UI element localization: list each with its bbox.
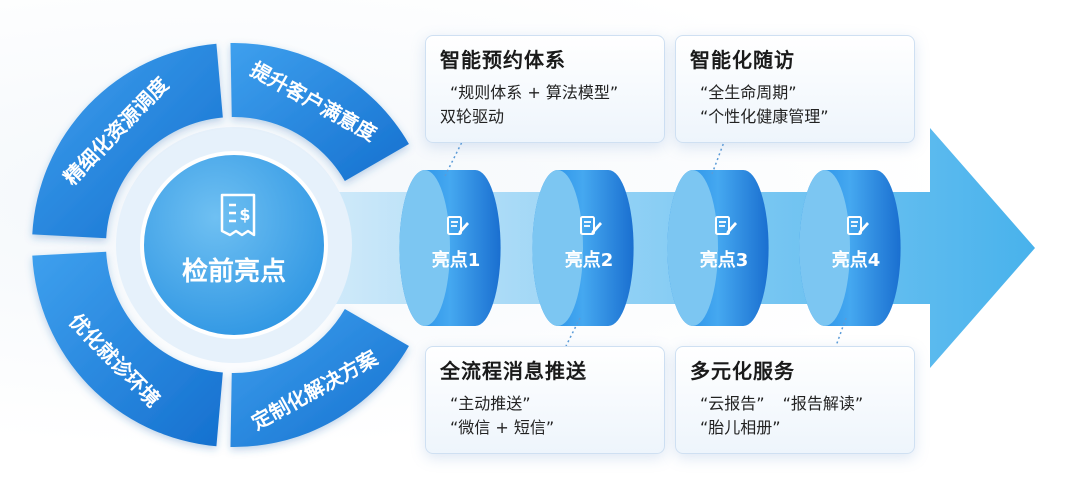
connector-messaging [565,317,581,347]
card-messaging: 全流程消息推送 “主动推送” “微信 + 短信” [425,346,665,454]
ring-segment [230,43,409,181]
highlight-drums: 亮点1 亮点2 亮点3 亮点4 [399,170,901,326]
highlight-label: 亮点1 [432,249,481,271]
card-services-line2: “胎儿相册” [700,418,781,437]
drum-face [532,170,583,326]
edit-note-icon [847,216,869,235]
edit-note-icon [715,216,737,235]
connector-booking [444,141,463,177]
card-services-tag-report-reading: “报告解读” [782,394,864,413]
connector-followup [711,141,725,175]
card-services: 多元化服务 “云报告” “报告解读” “胎儿相册” [675,346,915,454]
card-services-tag-cloud-report: “云报告” [700,394,765,413]
card-messaging-title: 全流程消息推送 [440,359,587,383]
highlight-drum-1: 亮点1 [399,170,501,326]
highlight-drum-3: 亮点3 [667,170,769,326]
card-followup: 智能化随访 “全生命周期” “个性化健康管理” [675,35,915,143]
highlight-drum-2: 亮点2 [532,170,634,326]
card-booking-title: 智能预约体系 [440,48,566,72]
card-messaging-line1: “主动推送” [450,394,531,413]
card-booking: 智能预约体系 “规则体系 + 算法模型” 双轮驱动 [425,35,665,143]
card-followup-line1: “全生命周期” [700,83,797,102]
highlight-drum-4: 亮点4 [799,170,901,326]
ring-segment [32,251,223,447]
card-followup-title: 智能化随访 [690,48,795,72]
edit-note-icon [580,216,602,235]
drum-face [667,170,718,326]
highlight-label: 亮点2 [565,249,614,271]
center-circle [140,151,328,339]
card-booking-line2: 双轮驱动 [440,107,505,126]
receipt-icon: $ [220,193,256,237]
highlight-label: 亮点3 [700,249,749,271]
center-title: 检前亮点 [182,256,286,287]
ring-segment [230,309,409,447]
ring-segment [32,43,223,239]
svg-text:$: $ [239,205,250,224]
edit-note-icon [447,216,469,235]
ring: 精细化资源调度提升客户满意度优化就诊环境定制化解决方案 [32,43,409,447]
highlight-label: 亮点4 [832,249,881,271]
card-booking-line1: “规则体系 + 算法模型” [450,83,619,102]
card-followup-line2: “个性化健康管理” [700,107,829,126]
card-messaging-line2: “微信 + 短信” [450,418,555,437]
card-services-title: 多元化服务 [690,359,795,383]
card-services-line1: “云报告” “报告解读” [690,392,900,416]
drum-face [399,170,451,326]
drum-face [799,170,850,326]
